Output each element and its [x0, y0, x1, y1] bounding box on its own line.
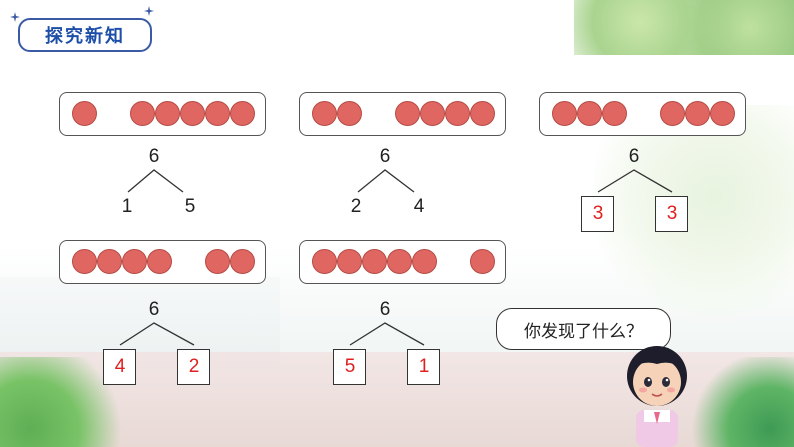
dot — [445, 101, 470, 126]
dot — [205, 101, 230, 126]
dot — [230, 249, 255, 274]
dot-box-2 — [299, 92, 506, 136]
answer-number-left: 5 — [344, 356, 356, 377]
dot-box-1 — [59, 92, 266, 136]
answer-box-left: 3 — [581, 196, 614, 232]
sparkle-icon — [10, 12, 20, 22]
dot — [387, 249, 412, 274]
dot — [72, 249, 97, 274]
dot — [180, 101, 205, 126]
answer-number-left: 4 — [114, 356, 126, 377]
answer-box-left: 5 — [333, 349, 366, 385]
answer-box-right: 2 — [177, 349, 210, 385]
dot — [97, 249, 122, 274]
speech-text: 你发现了什么？ — [524, 321, 643, 341]
answer-number-right: 3 — [666, 203, 678, 224]
dot — [155, 101, 180, 126]
part-number-right: 4 — [413, 196, 425, 217]
dot — [312, 249, 337, 274]
dot — [395, 101, 420, 126]
dot — [685, 101, 710, 126]
background-tree — [594, 105, 794, 335]
answer-number-right: 2 — [188, 356, 200, 377]
dot — [710, 101, 735, 126]
dot — [470, 101, 495, 126]
answer-box-right: 1 — [407, 349, 440, 385]
speech-bubble: 你发现了什么？ — [496, 308, 671, 350]
sparkle-icon — [144, 6, 154, 16]
dot — [230, 101, 255, 126]
answer-number-left: 3 — [592, 203, 604, 224]
part-number-left: 1 — [121, 196, 133, 217]
total-number: 6 — [379, 146, 391, 167]
leaves-decoration-top — [574, 0, 794, 55]
part-number-left: 2 — [350, 196, 362, 217]
dot-box-4 — [59, 240, 266, 284]
dot — [337, 101, 362, 126]
dot — [147, 249, 172, 274]
dot — [312, 101, 337, 126]
dot — [72, 101, 97, 126]
section-title-badge: 探究新知 — [18, 18, 152, 52]
dot — [470, 249, 495, 274]
part-number-right: 5 — [184, 196, 196, 217]
dot-box-3 — [539, 92, 746, 136]
dot — [420, 101, 445, 126]
section-title: 探究新知 — [45, 26, 125, 46]
dot — [577, 101, 602, 126]
answer-box-left: 4 — [103, 349, 136, 385]
answer-number-right: 1 — [418, 356, 430, 377]
total-number: 6 — [379, 299, 391, 320]
total-number: 6 — [148, 299, 160, 320]
boy-character-illustration — [627, 346, 687, 447]
leaves-decoration-bottom-right — [674, 357, 794, 447]
dot — [602, 101, 627, 126]
answer-box-right: 3 — [655, 196, 688, 232]
dot-box-5 — [299, 240, 506, 284]
dot — [205, 249, 230, 274]
dot — [660, 101, 685, 126]
dot — [412, 249, 437, 274]
dot — [362, 249, 387, 274]
dot — [552, 101, 577, 126]
total-number: 6 — [148, 146, 160, 167]
total-number: 6 — [628, 146, 640, 167]
dot — [337, 249, 362, 274]
dot — [130, 101, 155, 126]
dot — [122, 249, 147, 274]
